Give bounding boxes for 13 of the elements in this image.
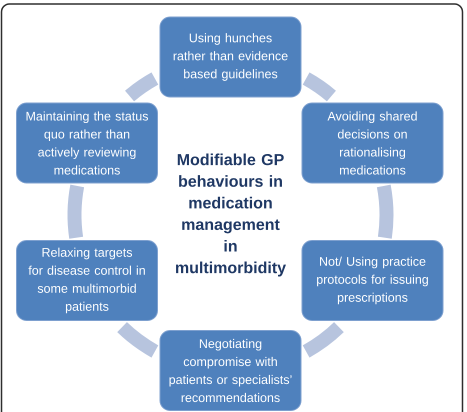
title: Modifiable GP behaviours in medication management in multimorbidity	[176, 154, 286, 276]
rounded-box: Using hunches rather than evidence based guidelines	[160, 16, 302, 98]
rounded-box: Negotiating compromise with patients or specialists’ recommendations	[160, 330, 302, 411]
rounded-box: Relaxing targets for disease control in some multimorbid patients	[16, 240, 158, 321]
ring-arc	[117, 322, 158, 358]
rounded-box: Not/ Using practice protocols for issuing prescriptions	[302, 240, 444, 321]
rounded-box: Maintaining the status quo rather than actively reviewing medications	[16, 102, 158, 184]
rounded-box: Avoiding shared decisions on rationalising medications	[302, 102, 444, 184]
ring-arc	[125, 72, 158, 102]
ring-arc	[376, 184, 394, 239]
ring-arc	[302, 322, 344, 358]
ring-arc	[68, 184, 84, 239]
ring-arc	[302, 72, 336, 102]
